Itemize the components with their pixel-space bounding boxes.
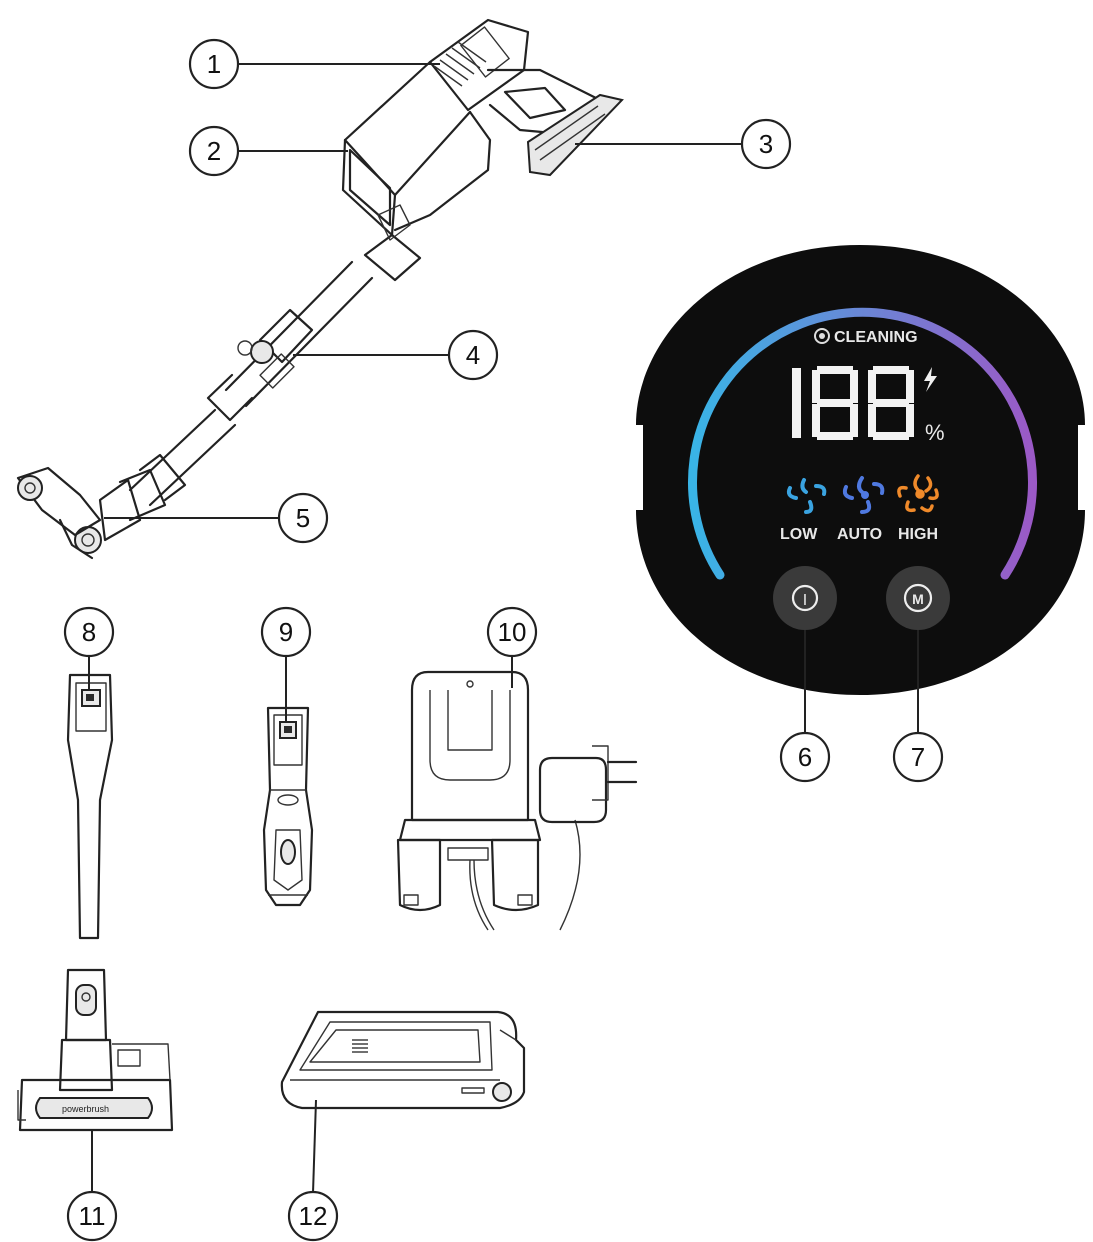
handle [486,68,624,177]
callout-2-label: 2 [207,136,221,166]
callout-10-label: 10 [498,617,527,647]
callout-11: 11 [66,1190,118,1242]
callout-1: 1 [188,38,240,90]
callout-7-label: 7 [911,742,925,772]
mode-button[interactable]: M [886,566,950,630]
callout-12-label: 12 [299,1201,328,1231]
callout-12: 12 [287,1190,339,1242]
callout-9-label: 9 [279,617,293,647]
callout-6-label: 6 [798,742,812,772]
callout-4: 4 [447,329,499,381]
low-label: LOW [780,526,818,543]
callout-6: 6 [779,731,831,783]
callout-1-label: 1 [207,49,221,79]
cleaning-indicator: CLEANING [814,328,918,346]
level-arc [688,307,1037,580]
wall-mount-charger [396,670,638,931]
percent-sign: % [925,420,945,445]
fan-low-icon [786,478,827,514]
callout-9: 9 [260,606,312,658]
filter-vents [433,41,487,87]
charging-bolt-icon [924,367,937,392]
battery-grip [352,1039,368,1053]
high-mode: HIGH [897,474,939,543]
callout-7: 7 [892,731,944,783]
upholstery-tool [262,706,314,907]
fan-high-icon [897,474,939,513]
callout-5: 5 [277,492,329,544]
battery-digits: 188 [792,366,914,440]
battery-pack [280,1010,526,1110]
crevice-tool [66,673,114,940]
motorized-brush: powerbrush [17,968,174,1132]
vacuum-assembly [16,18,624,560]
callouts: 1 2 3 4 5 6 7 8 [63,38,944,1242]
power-icon [791,584,819,612]
display-panel: CLEANING [636,245,1085,695]
callout-2: 2 [188,125,240,177]
mode-button-glyph: M [912,591,924,607]
callout-8-label: 8 [82,617,96,647]
high-label: HIGH [898,526,938,543]
floor-head-swivel [16,466,142,560]
callout-3-label: 3 [759,129,773,159]
callout-10: 10 [486,606,538,658]
power-button-glyph: I [803,592,807,609]
callout-line-12 [312,1099,317,1194]
extension-tube [118,260,374,522]
mode-icon [903,583,933,613]
callout-4-label: 4 [466,340,480,370]
powerbrush-label: powerbrush [62,1104,109,1114]
vacuum-body [341,18,530,237]
cleaning-label: CLEANING [834,329,918,346]
auto-mode: AUTO [837,476,885,543]
callout-11-label: 11 [79,1201,106,1231]
power-button[interactable]: I [773,566,837,630]
low-mode: LOW [780,478,827,543]
callout-8: 8 [63,606,115,658]
callout-5-label: 5 [296,503,310,533]
fan-auto-icon [842,476,885,514]
auto-label: AUTO [837,526,882,543]
callout-3: 3 [740,118,792,170]
